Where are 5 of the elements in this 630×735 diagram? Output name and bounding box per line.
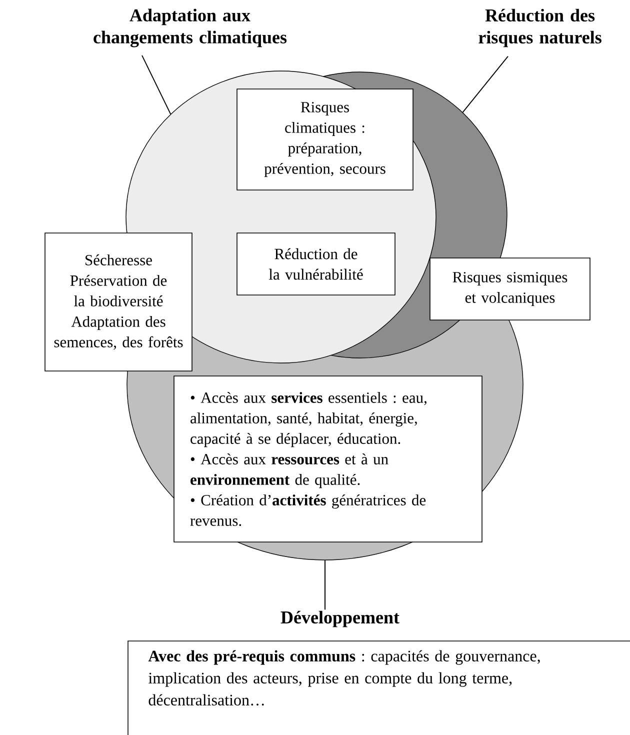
heading-text: Développement [280, 610, 400, 628]
note-box: Avec des pré-requis communs : capacités de gouvernance, implication des acteurs, prise en compte du long terme, décentralisation… [128, 640, 630, 735]
heading-text: Réduction des risques naturels [478, 8, 602, 48]
heading-text: Adaptation aux changements climatiques [94, 8, 287, 48]
leader-line [324, 560, 326, 610]
